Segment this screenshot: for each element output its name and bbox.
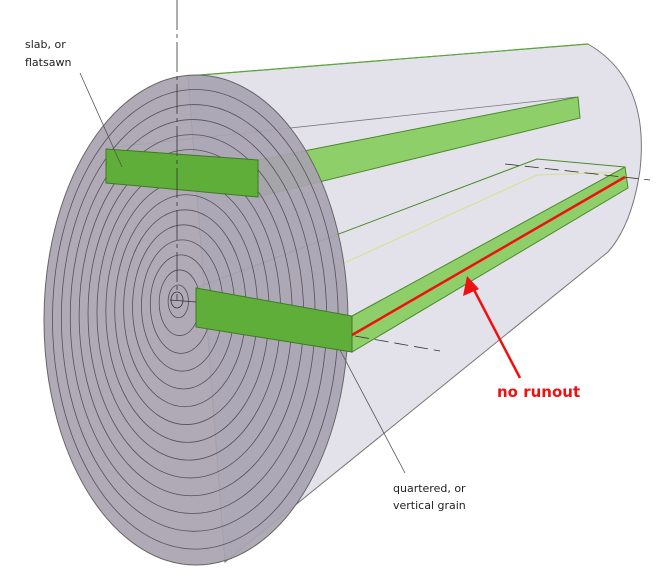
runout-arrow-head	[463, 276, 479, 296]
grain-line	[351, 175, 626, 337]
runout-arrow-shaft	[470, 285, 522, 379]
quartered-label-line1: quartered, or	[393, 482, 466, 495]
log-top-edge	[187, 43, 589, 77]
quartered-axis-front	[354, 335, 441, 352]
slab-leader	[79, 72, 123, 168]
quartered-label-line2: vertical grain	[393, 499, 466, 512]
flatsawn-board-end	[105, 148, 259, 198]
quartered-board-end	[195, 287, 353, 353]
quartered-axis-back	[504, 163, 651, 181]
slab-label-line2: flatsawn	[25, 56, 71, 69]
slab-label-line1: slab, or	[25, 38, 66, 51]
no-runout-label: no runout	[497, 383, 580, 401]
pith-axis	[169, 299, 197, 303]
quartered-leader	[339, 349, 406, 474]
